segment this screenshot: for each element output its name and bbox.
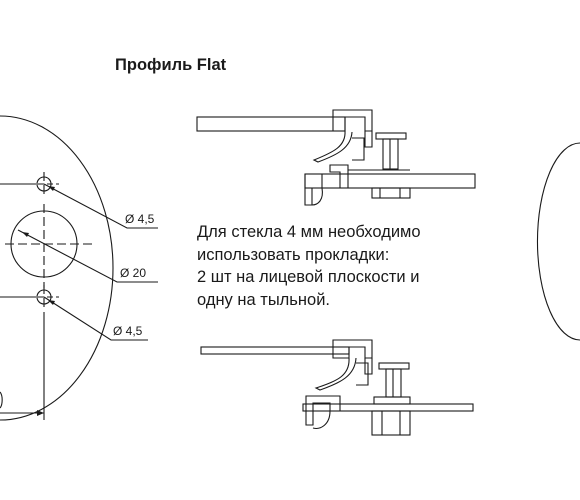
profile-section-upper bbox=[196, 109, 476, 206]
dimension-label-large-hole: Ø 20 bbox=[120, 266, 147, 280]
bottom-dimension bbox=[0, 312, 45, 420]
leader-arrowheads bbox=[22, 186, 55, 305]
profile-section-lower bbox=[200, 339, 474, 436]
leader-lines bbox=[17, 183, 158, 341]
upper-clamp-top bbox=[332, 109, 373, 132]
dimension-label-small-hole-top: Ø 4,5 bbox=[125, 212, 155, 226]
note-line: использовать прокладки: bbox=[197, 245, 390, 264]
dimension-label-small-hole-bottom: Ø 4,5 bbox=[113, 324, 143, 338]
page-title: Профиль Flat bbox=[115, 56, 227, 74]
installation-note: Для стекла 4 мм необходимо использовать … bbox=[197, 221, 497, 311]
lower-clamp-top bbox=[332, 339, 373, 359]
right-plate-arc bbox=[536, 142, 580, 341]
upper-clamp-bottom bbox=[329, 164, 349, 189]
left-plate-drawing bbox=[0, 115, 158, 421]
plate-outline-arc bbox=[0, 115, 114, 421]
upper-bottom-glass bbox=[304, 173, 476, 189]
note-line: 2 шт на лицевой плоскости и bbox=[197, 268, 420, 286]
center-lines bbox=[5, 172, 96, 309]
lower-clamp-bottom bbox=[305, 395, 341, 426]
lower-glass-panel bbox=[200, 346, 350, 355]
upper-bolt-head bbox=[375, 132, 407, 140]
lower-bolt-head bbox=[378, 362, 410, 370]
lower-bottom-glass bbox=[302, 403, 474, 412]
upper-glass-panel bbox=[196, 116, 346, 132]
lower-clamp-hook bbox=[314, 357, 357, 391]
note-line: одну на тыльной. bbox=[197, 290, 330, 309]
upper-clamp-hook bbox=[312, 130, 353, 163]
note-line: Для стекла 4 мм необходимо bbox=[197, 223, 421, 241]
